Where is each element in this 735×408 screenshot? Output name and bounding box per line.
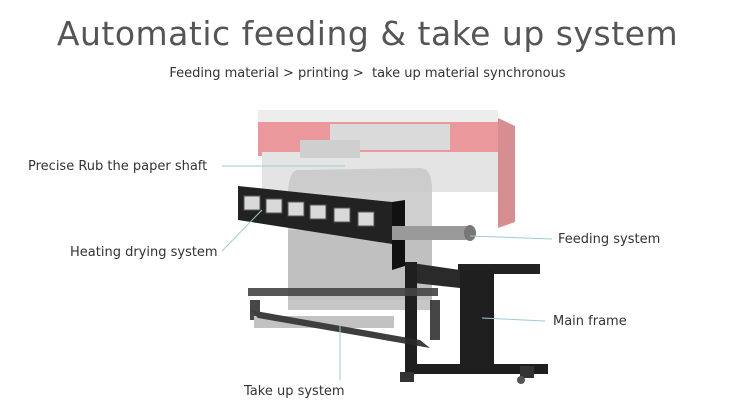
- leader-main-frame: [481, 317, 546, 322]
- callout-feeding-system: Feeding system: [558, 232, 661, 247]
- callout-heating-drying: Heating drying system: [70, 245, 218, 260]
- feeding-roll: [392, 225, 476, 241]
- leader-feeding: [469, 235, 553, 240]
- callout-paper-shaft: Precise Rub the paper shaft: [28, 159, 208, 174]
- leader-heating: [221, 209, 263, 252]
- callout-main-frame: Main frame: [553, 314, 627, 329]
- page-subtitle: Feeding material > printing > take up ma…: [169, 66, 566, 81]
- page-title: Automatic feeding & take up system: [56, 14, 679, 53]
- leader-lines: [221, 165, 553, 380]
- callout-take-up-system: Take up system: [244, 384, 345, 399]
- heating-dryer: [238, 186, 405, 270]
- main-frame: [400, 262, 548, 384]
